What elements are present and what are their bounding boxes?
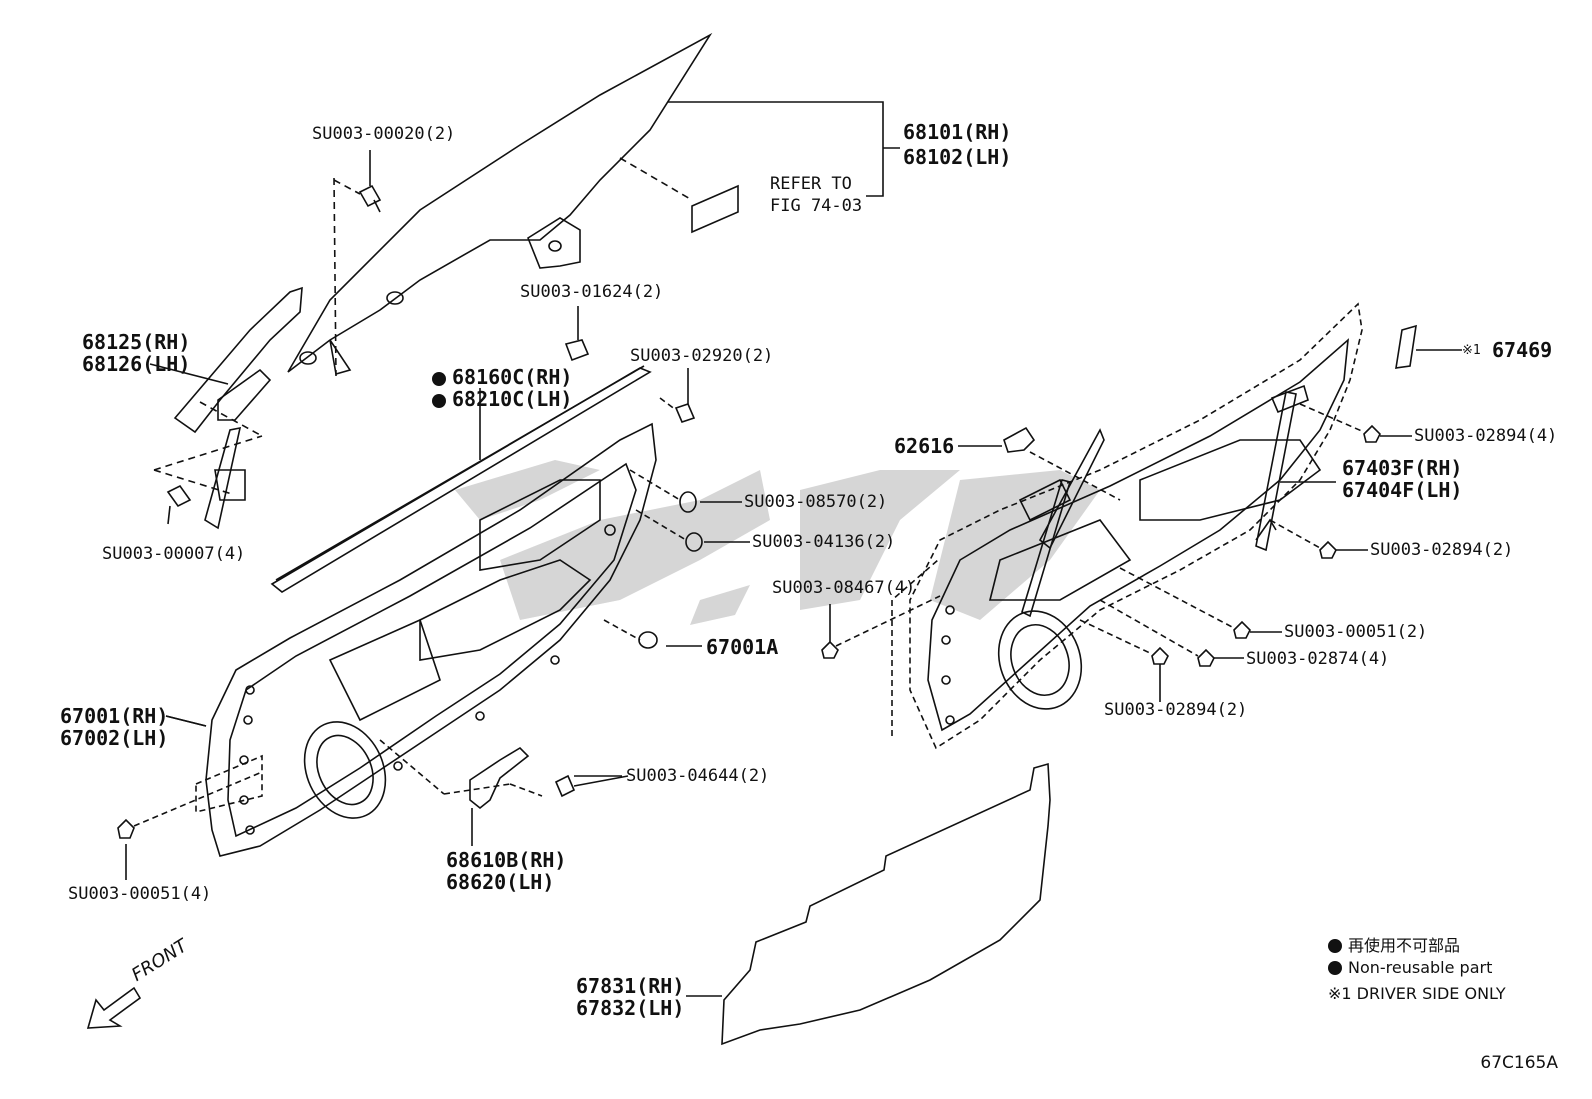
legend-jp: 再使用不可部品 <box>1328 932 1460 956</box>
door-panel-left <box>205 422 657 857</box>
label-refer-2: FIG 74-03 <box>770 196 863 216</box>
label-su-02894-2a: SU003-02894(2) <box>1370 540 1514 560</box>
label-refer-1: REFER TO <box>770 174 852 194</box>
label-62616: 62616 <box>894 434 955 458</box>
plug-67001a <box>603 619 658 649</box>
non-reusable-icon <box>1328 961 1342 975</box>
label-door-rh: 67001(RH) <box>60 704 169 728</box>
window-glass <box>287 32 713 376</box>
label-seal-rh: 67831(RH) <box>576 974 685 998</box>
regulator <box>1255 384 1336 552</box>
glass-bolt <box>333 150 382 377</box>
front-guide <box>149 286 303 530</box>
bolt-04644 <box>554 774 622 798</box>
legend-en: Non-reusable part <box>1328 958 1492 977</box>
label-su-08467: SU003-08467(4) <box>772 578 916 598</box>
legend-jp-text: 再使用不可部品 <box>1348 936 1461 955</box>
sealing-screen <box>686 762 1051 1046</box>
label-check-lh: 68620(LH) <box>446 870 555 894</box>
label-guide-lh: 68126(LH) <box>82 352 191 376</box>
grommet-04136 <box>635 509 703 552</box>
label-su-08570: SU003-08570(2) <box>744 492 888 512</box>
clip-01624 <box>564 306 590 362</box>
label-weatherstrip-rh: 68160C(RH) <box>432 367 572 387</box>
figure-id: 67C165A <box>1480 1053 1558 1073</box>
legend-driver: ※1 DRIVER SIDE ONLY <box>1328 984 1506 1003</box>
legend-en-text: Non-reusable part <box>1348 958 1493 977</box>
label-su-00020: SU003-00020(2) <box>312 124 456 144</box>
label-door-lh: 67002(LH) <box>60 726 169 750</box>
non-reusable-icon <box>1328 939 1342 953</box>
non-reusable-icon <box>432 394 446 408</box>
label-su-04136: SU003-04136(2) <box>752 532 896 552</box>
label-weatherstrip-lh-text: 68210C(LH) <box>452 387 573 411</box>
label-su-02920: SU003-02920(2) <box>630 346 774 366</box>
label-reg-lh: 67404F(LH) <box>1342 478 1463 502</box>
label-weatherstrip-lh: 68210C(LH) <box>432 389 572 409</box>
non-reusable-icon <box>432 372 446 386</box>
label-glass-lh: 68102(LH) <box>903 145 1012 169</box>
label-su-02874: SU003-02874(4) <box>1246 649 1390 669</box>
label-su-02894-2b: SU003-02894(2) <box>1104 700 1248 720</box>
grommet-08570 <box>629 469 697 513</box>
bolt-00007 <box>166 484 192 525</box>
nut-02894-bottom <box>1079 619 1169 702</box>
rear-guide-right <box>1018 428 1105 618</box>
label-su-00051-4: SU003-00051(4) <box>68 884 212 904</box>
label-67001a: 67001A <box>706 635 779 659</box>
pad-67469 <box>1395 324 1462 369</box>
bolt-02920 <box>659 368 696 423</box>
door-check <box>379 739 543 846</box>
label-su-02894-4: SU003-02894(4) <box>1414 426 1558 446</box>
label-su-04644: SU003-04644(2) <box>626 766 770 786</box>
refer-sticker <box>691 184 739 234</box>
label-reg-rh: 67403F(RH) <box>1342 456 1463 480</box>
label-su-00051-2: SU003-00051(2) <box>1284 622 1428 642</box>
label-glass-rh: 68101(RH) <box>903 120 1012 144</box>
nut-02874 <box>1099 599 1244 667</box>
nut-02894-top <box>1299 403 1412 443</box>
label-check-rh: 68610B(RH) <box>446 848 567 872</box>
label-su-00007: SU003-00007(4) <box>102 544 246 564</box>
label-driver-mark: ※1 <box>1462 343 1481 358</box>
clip-62616 <box>958 426 1121 501</box>
label-weatherstrip-rh-text: 68160C(RH) <box>452 365 573 389</box>
label-guide-rh: 68125(RH) <box>82 330 191 354</box>
label-su-01624: SU003-01624(2) <box>520 282 664 302</box>
belt-weatherstrip <box>270 365 652 593</box>
front-arrow-icon <box>86 986 142 1029</box>
door-panel-right <box>909 302 1363 750</box>
label-67469: 67469 <box>1492 338 1553 362</box>
nut-00051-left <box>117 771 263 880</box>
label-seal-lh: 67832(LH) <box>576 996 685 1020</box>
nut-08467 <box>821 604 839 659</box>
nut-00051-right <box>1119 567 1282 639</box>
nut-02894-mid <box>1269 519 1368 559</box>
